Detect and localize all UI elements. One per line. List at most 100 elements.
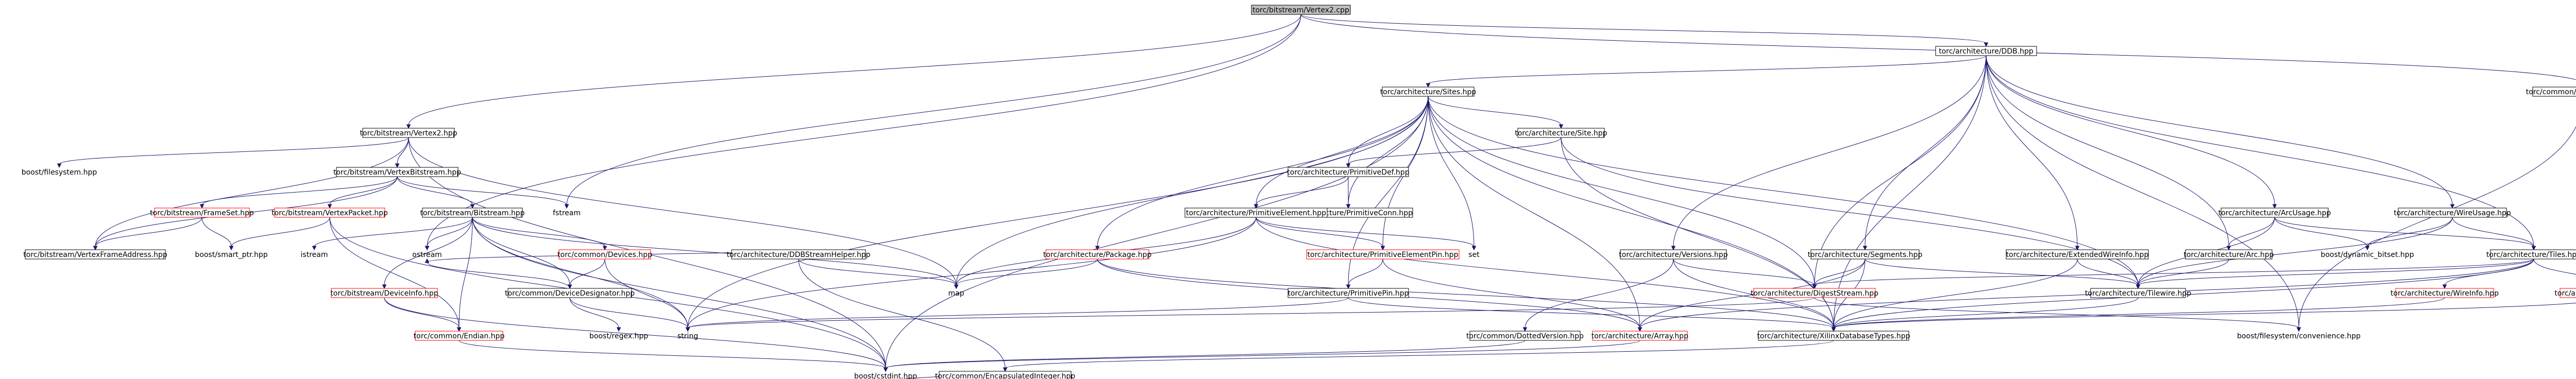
edge-device_designator-to-string [569, 297, 688, 329]
node-device-info[interactable]: torc/bitstream/DeviceInfo.hpp [330, 288, 438, 298]
node-label-vertex2-cpp: torc/bitstream/Vertex2.cpp [1252, 6, 1349, 14]
node-label-primitive-element: torc/architecture/PrimitiveElement.hpp [1186, 209, 1326, 217]
edge-vertex2_hpp-to-vertex_frame_address [95, 137, 409, 247]
node-wire-usage[interactable]: torc/architecture/WireUsage.hpp [2394, 208, 2511, 218]
node-arc[interactable]: torc/architecture/Arc.hpp [2183, 249, 2274, 260]
edge-sites-to-site [1428, 96, 1562, 126]
edge-site-to-tilewire [1561, 137, 2139, 286]
node-label-cstdint: boost/cstdint.hpp [854, 372, 917, 379]
node-dotted-version[interactable]: torc/common/DottedVersion.hpp [1466, 331, 1584, 341]
node-encapsulated-integer[interactable]: torc/common/EncapsulatedInteger.hpp [935, 371, 1075, 379]
node-box-xilinx-database-types [1758, 331, 1909, 341]
node-box-encapsulated-integer [939, 371, 1072, 379]
node-package[interactable]: torc/architecture/Package.hpp [1043, 249, 1152, 260]
node-box-digest-stream [1753, 288, 1876, 298]
node-array[interactable]: torc/architecture/Array.hpp [1591, 331, 1688, 341]
node-versions[interactable]: torc/architecture/Versions.hpp [1619, 249, 1728, 260]
node-site[interactable]: torc/architecture/Site.hpp [1515, 128, 1607, 138]
edge-array-to-cstdint [885, 340, 1640, 369]
edge-vertex_packet-to-endian [329, 217, 460, 329]
arrowhead-ddb-to-versions [1671, 246, 1676, 251]
node-box-vertex-frame-address [25, 249, 166, 260]
node-digest-stream[interactable]: torc/architecture/DigestStream.hpp [1751, 288, 1878, 298]
node-primitive-def[interactable]: torc/architecture/PrimitiveDef.hpp [1287, 167, 1410, 177]
edge-device_designator-to-ostream [427, 262, 570, 289]
edge-site-to-primitive_def [1348, 137, 1562, 165]
edge-ddb-to-tiles [1986, 55, 2534, 247]
node-label-bitstream: torc/bitstream/Bitstream.hpp [420, 209, 524, 217]
edge-sites-to-array [1428, 96, 1640, 329]
node-box-primitive-def [1287, 167, 1409, 177]
node-vertex2-cpp[interactable]: torc/bitstream/Vertex2.cpp [1251, 5, 1351, 15]
node-wire-info[interactable]: torc/architecture/WireInfo.hpp [2391, 288, 2499, 298]
edge-primitive_element-to-string [687, 217, 1257, 329]
arrowhead-wire_usage-to-tiles [2531, 246, 2536, 251]
node-box-primitive-element-pin [1306, 249, 1460, 260]
node-set: set [1468, 251, 1480, 259]
arrowhead-vertex2_cpp-to-ddb [1984, 42, 1989, 47]
arrowhead-primitive_element-to-primitive_element_pin [1380, 246, 1385, 251]
arrowhead-bitstream-to-devices [602, 246, 607, 251]
node-tiles[interactable]: torc/architecture/Tiles.hpp [2486, 249, 2576, 260]
node-sites[interactable]: torc/architecture/Sites.hpp [1380, 87, 1477, 97]
node-vertex-frame-address[interactable]: torc/bitstream/VertexFrameAddress.hpp [23, 249, 167, 260]
node-devices[interactable]: torc/common/Devices.hpp [557, 249, 652, 260]
node-xilinx-database-types[interactable]: torc/architecture/XilinxDatabaseTypes.hp… [1757, 331, 1910, 341]
edge-device_info-to-cstdint [384, 297, 886, 369]
arrowhead-ddb-to-extended_wire_info [2075, 246, 2080, 251]
node-bitstream[interactable]: torc/bitstream/Bitstream.hpp [420, 208, 525, 218]
node-frame-set[interactable]: torc/bitstream/FrameSet.hpp [150, 208, 254, 218]
node-primitive-element[interactable]: torc/architecture/PrimitiveElement.hpp [1184, 208, 1328, 218]
edge-bitstream-to-endian [459, 217, 473, 329]
node-ddb[interactable]: torc/architecture/DDB.hpp [1935, 46, 2037, 56]
arrowhead-sites-to-package [1095, 246, 1100, 251]
arrowhead-versions-to-dotted_version [1522, 327, 1528, 332]
node-label-map: map [948, 289, 964, 298]
node-extended-wire-info[interactable]: torc/architecture/ExtendedWireInfo.hpp [2006, 249, 2149, 260]
arrowhead-vertex2_hpp-to-filesystem [57, 163, 62, 168]
node-endian[interactable]: torc/common/Endian.hpp [414, 331, 505, 341]
node-vertex-packet[interactable]: torc/bitstream/VertexPacket.hpp [272, 208, 388, 218]
node-box-versions [1620, 249, 1727, 260]
edge-ddb-to-segments [1865, 55, 1987, 247]
node-box-wire-usage [2398, 208, 2507, 218]
node-label-filesystem-convenience: boost/filesystem/convenience.hpp [2237, 332, 2361, 340]
edge-tilewire-to-xilinx_database_types [1833, 297, 2139, 329]
arrowhead-wire_usage-to-dynamic_bitset [2365, 246, 2370, 251]
edge-versions-to-digest_stream [1673, 259, 1815, 286]
edge-bitstream-to-cstdint [472, 217, 886, 369]
arrowhead-vertex_packet-to-smart_ptr [229, 246, 234, 251]
edge-sites-to-xilinx_database_types [1428, 96, 1834, 329]
node-box-device-info [331, 288, 438, 298]
edge-digest_stream-to-filesystem_convenience [1814, 297, 2299, 329]
edge-segments-to-tilewire [1865, 259, 2139, 286]
node-label-fstream: fstream [553, 209, 581, 217]
node-vertex-bitstream[interactable]: torc/bitstream/VertexBitstream.hpp [333, 167, 461, 177]
node-box-ddb-stream-helper [731, 249, 866, 260]
node-tilewire[interactable]: torc/architecture/Tilewire.hpp [2085, 288, 2191, 298]
node-box-package [1045, 249, 1149, 260]
edge-wire_usage-to-dynamic_bitset [2367, 217, 2453, 247]
node-label-vertex-frame-address: torc/bitstream/VertexFrameAddress.hpp [23, 251, 167, 259]
edge-wire_info-to-xilinx_database_types [1833, 297, 2445, 329]
node-primitive-element-pin[interactable]: torc/architecture/PrimitiveElementPin.hp… [1306, 249, 1460, 260]
edge-vertex_bitstream-to-bitstream [397, 176, 473, 205]
arrowhead-ddb-to-wire_usage [2450, 204, 2455, 209]
node-segments[interactable]: torc/architecture/Segments.hpp [1808, 249, 1923, 260]
arrowhead-frame_set-to-vertex_frame_address [93, 246, 98, 251]
node-directory-tree[interactable]: torc/common/DirectoryTree.hpp [2526, 87, 2576, 97]
node-tile-info[interactable]: torc/architecture/TileInfo.hpp [2554, 288, 2576, 298]
edge-bitstream-to-ostream [427, 217, 473, 247]
node-label-encapsulated-integer: torc/common/EncapsulatedInteger.hpp [935, 372, 1075, 379]
node-arc-usage[interactable]: torc/architecture/ArcUsage.hpp [2218, 208, 2331, 218]
arrowhead-primitive_def-to-primitive_element [1253, 204, 1259, 209]
node-device-designator[interactable]: torc/common/DeviceDesignator.hpp [505, 288, 635, 298]
node-box-array [1592, 331, 1688, 341]
edge-arc_usage-to-dynamic_bitset [2274, 217, 2368, 247]
node-primitive-pin[interactable]: torc/architecture/PrimitivePin.hpp [1287, 288, 1409, 298]
node-ddb-stream-helper[interactable]: torc/architecture/DDBStreamHelper.hpp [726, 249, 871, 260]
node-vertex2-hpp[interactable]: torc/bitstream/Vertex2.hpp [360, 128, 457, 138]
arrowhead-digest_stream-to-filesystem_convenience [2296, 327, 2301, 332]
edge-vertex2_hpp-to-filesystem [59, 137, 409, 165]
